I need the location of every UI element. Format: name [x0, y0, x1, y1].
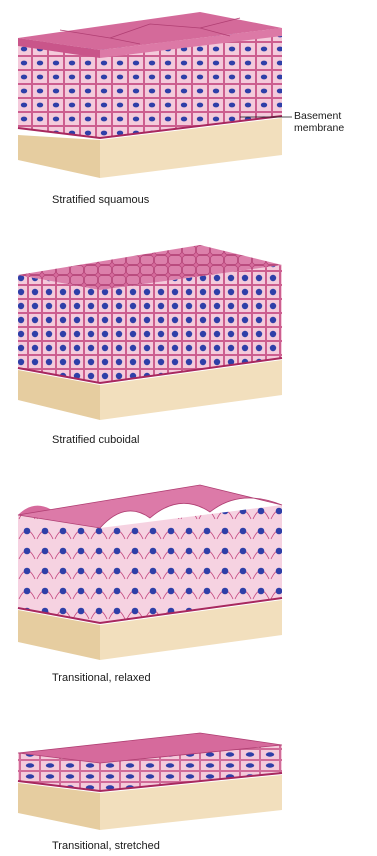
caption-transitional-stretched: Transitional, stretched — [52, 840, 160, 852]
panel-stratified-cuboidal: Stratified cuboidal — [0, 215, 377, 460]
caption-stratified-cuboidal: Stratified cuboidal — [52, 434, 139, 446]
stratified-squamous-illustration — [0, 0, 377, 215]
epithelium-front-face — [18, 275, 100, 383]
caption-stratified-squamous: Stratified squamous — [52, 194, 149, 206]
epithelium-front-face — [18, 515, 100, 623]
basement-membrane-label: Basement membrane — [294, 110, 344, 134]
panel-transitional-stretched: Transitional, stretched — [0, 705, 377, 856]
basement-membrane-label-line1: Basement — [294, 110, 344, 122]
transitional-relaxed-illustration — [0, 460, 377, 705]
panel-stratified-squamous: Basement membrane Stratified squamous — [0, 0, 377, 215]
transitional-stretched-illustration — [0, 705, 377, 856]
panel-transitional-relaxed: Transitional, relaxed — [0, 460, 377, 705]
stratified-cuboidal-illustration — [0, 215, 377, 460]
basement-membrane-label-line2: membrane — [294, 122, 344, 134]
caption-transitional-relaxed: Transitional, relaxed — [52, 672, 151, 684]
connective-tissue-front — [18, 135, 100, 178]
